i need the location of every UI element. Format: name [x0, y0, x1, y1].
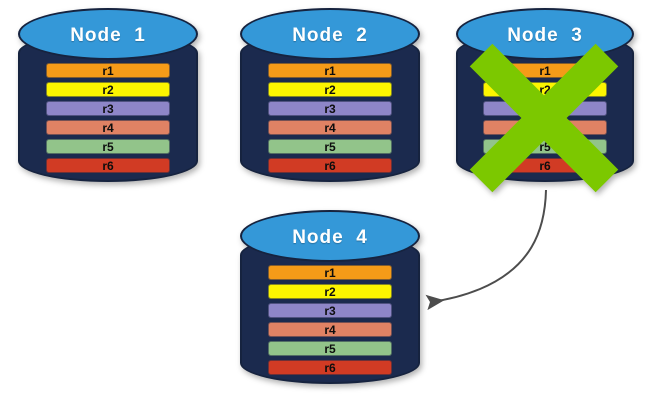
node-4-rows: r1 r2 r3 r4 r5 r6: [240, 265, 420, 375]
row-bar: r3: [268, 101, 392, 116]
row-bar: r1: [268, 265, 392, 280]
node-4-top-ellipse: [240, 210, 420, 262]
row-bar: r1: [46, 63, 170, 78]
row-bar: r4: [268, 120, 392, 135]
node-1-top-ellipse: [18, 8, 198, 60]
row-bar: r6: [46, 158, 170, 173]
row-bar: r1: [268, 63, 392, 78]
node-1-rows: r1 r2 r3 r4 r5 r6: [18, 63, 198, 173]
row-bar: r3: [268, 303, 392, 318]
row-bar: r3: [46, 101, 170, 116]
row-bar: r6: [268, 158, 392, 173]
row-bar: r6: [268, 360, 392, 375]
row-bar: r5: [268, 139, 392, 154]
node-2-top-ellipse: [240, 8, 420, 60]
row-bar: r5: [46, 139, 170, 154]
rebuild-arrow-path: [425, 189, 547, 311]
row-bar: r4: [268, 322, 392, 337]
row-bar: r2: [268, 82, 392, 97]
row-bar: r5: [268, 341, 392, 356]
row-bar: r2: [268, 284, 392, 299]
node-2-rows: r1 r2 r3 r4 r5 r6: [240, 63, 420, 173]
row-bar: r2: [46, 82, 170, 97]
row-bar: r4: [46, 120, 170, 135]
